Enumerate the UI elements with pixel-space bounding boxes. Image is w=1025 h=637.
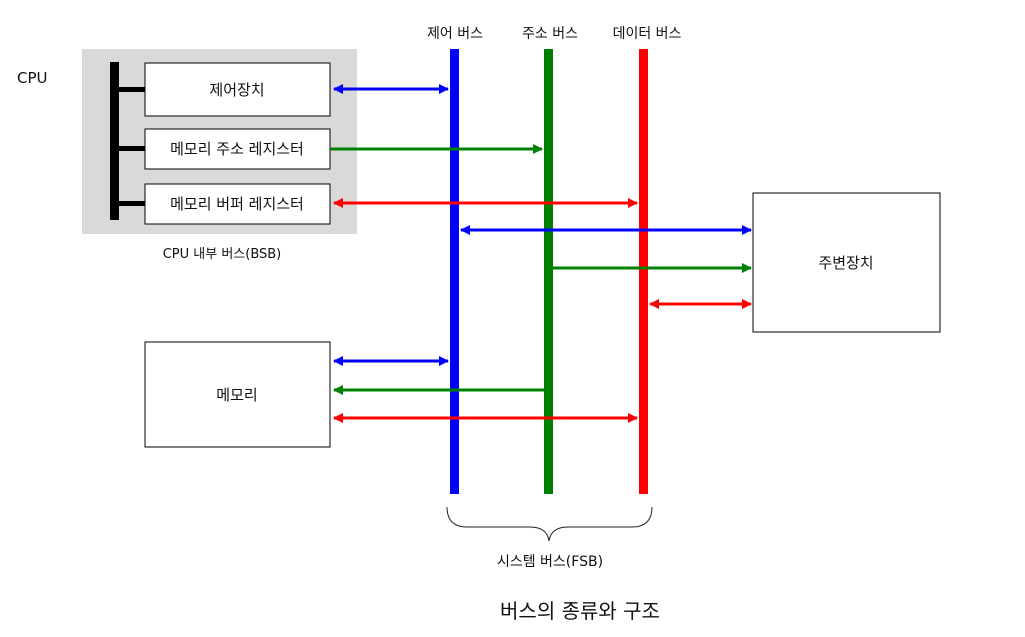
data-bus-line [639,49,648,494]
mbr-label: 메모리 버퍼 레지스터 [170,195,304,213]
data-bus-label: 데이터 버스 [613,26,682,42]
address-bus-line [544,49,553,494]
cpu-internal-bus-label: CPU 내부 버스(BSB) [163,247,282,262]
peripheral-box: 주변장치 [752,192,941,333]
address-bus-label: 주소 버스 [522,26,578,42]
control-bus-label: 제어 버스 [427,26,483,42]
system-bus-label: 시스템 버스(FSB) [497,554,603,570]
system-bus-brace [446,506,653,542]
cpu-label: CPU [17,69,48,87]
memory-box: 메모리 [144,341,331,448]
mbr-box: 메모리 버퍼 레지스터 [144,183,331,225]
diagram-caption: 버스의 종류와 구조 [500,599,660,623]
control-unit-label: 제어장치 [209,81,264,99]
memory-label: 메모리 [216,386,257,404]
peripheral-label: 주변장치 [818,254,873,272]
cpu-internal-bus [110,62,145,220]
mar-label: 메모리 주소 레지스터 [170,140,304,158]
mar-box: 메모리 주소 레지스터 [144,128,331,170]
control-bus-line [450,49,459,494]
control-unit-box: 제어장치 [144,62,331,117]
